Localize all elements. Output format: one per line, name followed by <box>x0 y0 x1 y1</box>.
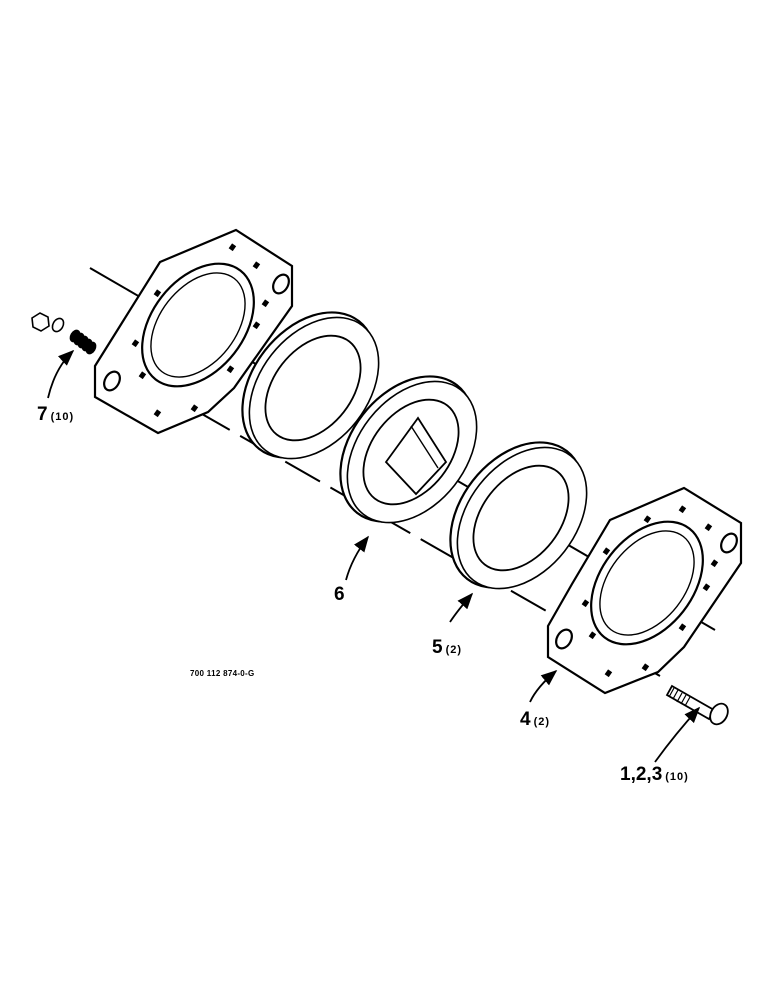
callout-5: 5(2) <box>432 638 462 657</box>
callout-123-number: 1,2,3 <box>620 764 663 785</box>
washer-ring-right <box>449 441 588 590</box>
carriage-bolt <box>665 684 729 726</box>
callout-7-qty: (10) <box>50 411 75 423</box>
leader-6 <box>345 535 369 581</box>
callout-4-number: 4 <box>520 709 531 730</box>
square-bore <box>384 416 448 496</box>
leader-5 <box>449 592 474 623</box>
leader-123 <box>654 706 701 763</box>
callout-123: 1,2,3(10) <box>620 765 689 784</box>
right-plate-bolt-holes <box>581 505 719 678</box>
callout-leaders <box>47 349 701 763</box>
callout-7: 7(10) <box>37 405 74 424</box>
callout-7-number: 7 <box>37 404 48 425</box>
bolt-threads <box>668 687 691 707</box>
leader-7 <box>47 349 75 399</box>
left-plate-bolt-holes <box>131 243 270 418</box>
callout-4-qty: (2) <box>533 716 551 728</box>
drawing-number: 700 112 874-0-G <box>190 669 255 678</box>
left-bearing-plate <box>93 228 294 435</box>
callout-5-qty: (2) <box>445 644 463 656</box>
washer-ring-left <box>241 311 380 460</box>
lock-washer <box>51 317 65 333</box>
callout-123-qty: (10) <box>665 771 689 783</box>
compression-spring <box>69 329 97 355</box>
callout-6: 6 <box>334 585 348 604</box>
nut-and-washer-set <box>31 312 97 355</box>
center-ring-square-bore <box>339 375 478 524</box>
callout-5-number: 5 <box>432 637 443 658</box>
right-bearing-plate <box>546 486 743 695</box>
leader-4 <box>529 669 558 703</box>
callout-4: 4(2) <box>520 710 550 729</box>
hex-nut <box>31 312 50 332</box>
callout-6-number: 6 <box>334 584 345 605</box>
